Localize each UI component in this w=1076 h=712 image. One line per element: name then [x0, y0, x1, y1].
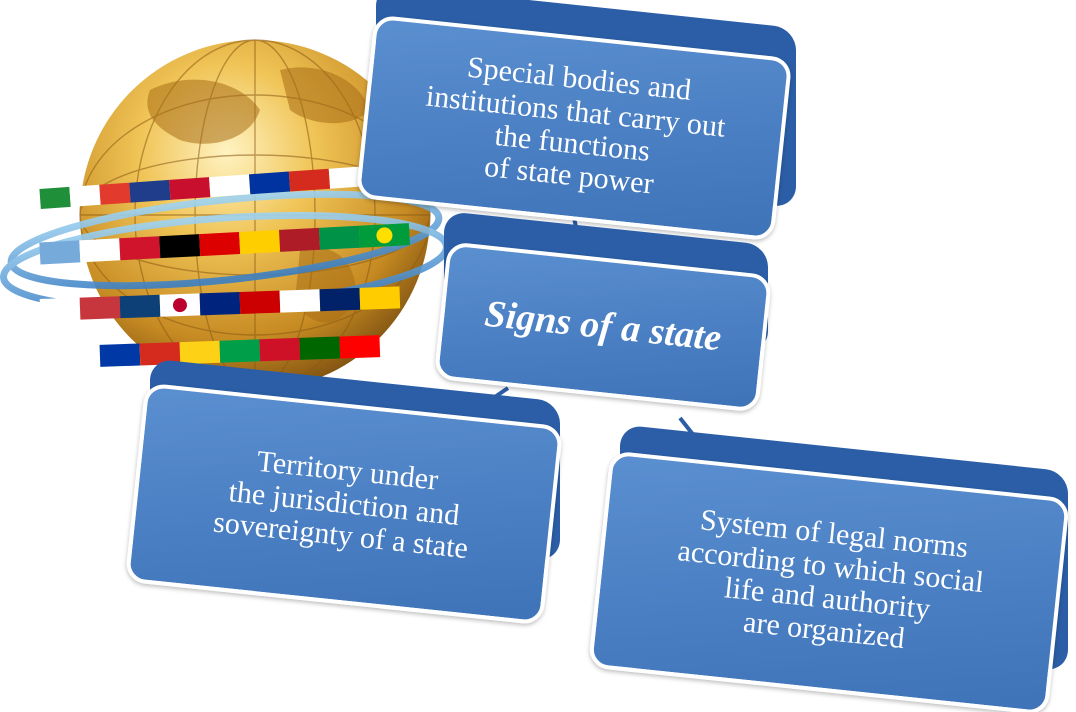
node-signs-of-state-label: Signs of a state — [482, 293, 724, 360]
globe-with-flags-icon — [0, 0, 520, 430]
globe-illustration — [0, 39, 450, 391]
